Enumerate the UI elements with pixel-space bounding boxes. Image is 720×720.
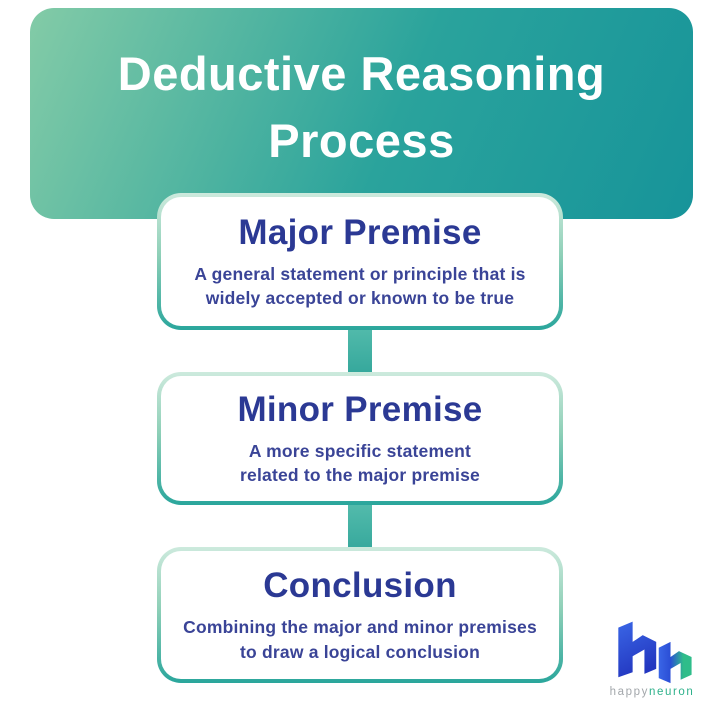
logo-wordmark: happyneuron	[610, 686, 695, 698]
happyneuron-logo: happyneuron	[596, 620, 708, 698]
step-title: Conclusion	[263, 566, 457, 606]
step-box-minor-premise: Minor Premise A more specific statement …	[157, 372, 563, 505]
step-description-line-2: related to the major premise	[240, 465, 480, 485]
logo-wordmark-happy: happy	[609, 686, 649, 698]
step-title: Minor Premise	[237, 389, 483, 429]
step-description-line-1: Combining the major and minor premises	[183, 617, 537, 638]
step-description: A general statement or principle that is…	[194, 262, 525, 310]
step-description-line-1: A general statement or principle that is	[194, 263, 526, 284]
step-box-conclusion: Conclusion Combining the major and minor…	[157, 547, 563, 683]
step-title: Major Premise	[238, 212, 482, 252]
step-description: A more specific statement related to the…	[240, 439, 480, 487]
logo-wordmark-neuron: neuron	[648, 686, 695, 698]
step-box-major-premise: Major Premise A general statement or pri…	[157, 193, 563, 330]
page-title-line-1: Deductive Reasoning	[117, 47, 606, 100]
header-banner: Deductive Reasoning Process	[30, 8, 693, 219]
step-description-line-2: to draw a logical conclusion	[240, 641, 480, 662]
step-description-line-2: widely accepted or known to be true	[205, 288, 515, 308]
hn-monogram-icon	[618, 621, 692, 684]
step-description: Combining the major and minor premises t…	[183, 615, 537, 663]
page-title: Deductive Reasoning Process	[30, 8, 693, 174]
page-title-line-2: Process	[268, 113, 455, 167]
step-description-line-1: A more specific statement	[248, 440, 472, 461]
